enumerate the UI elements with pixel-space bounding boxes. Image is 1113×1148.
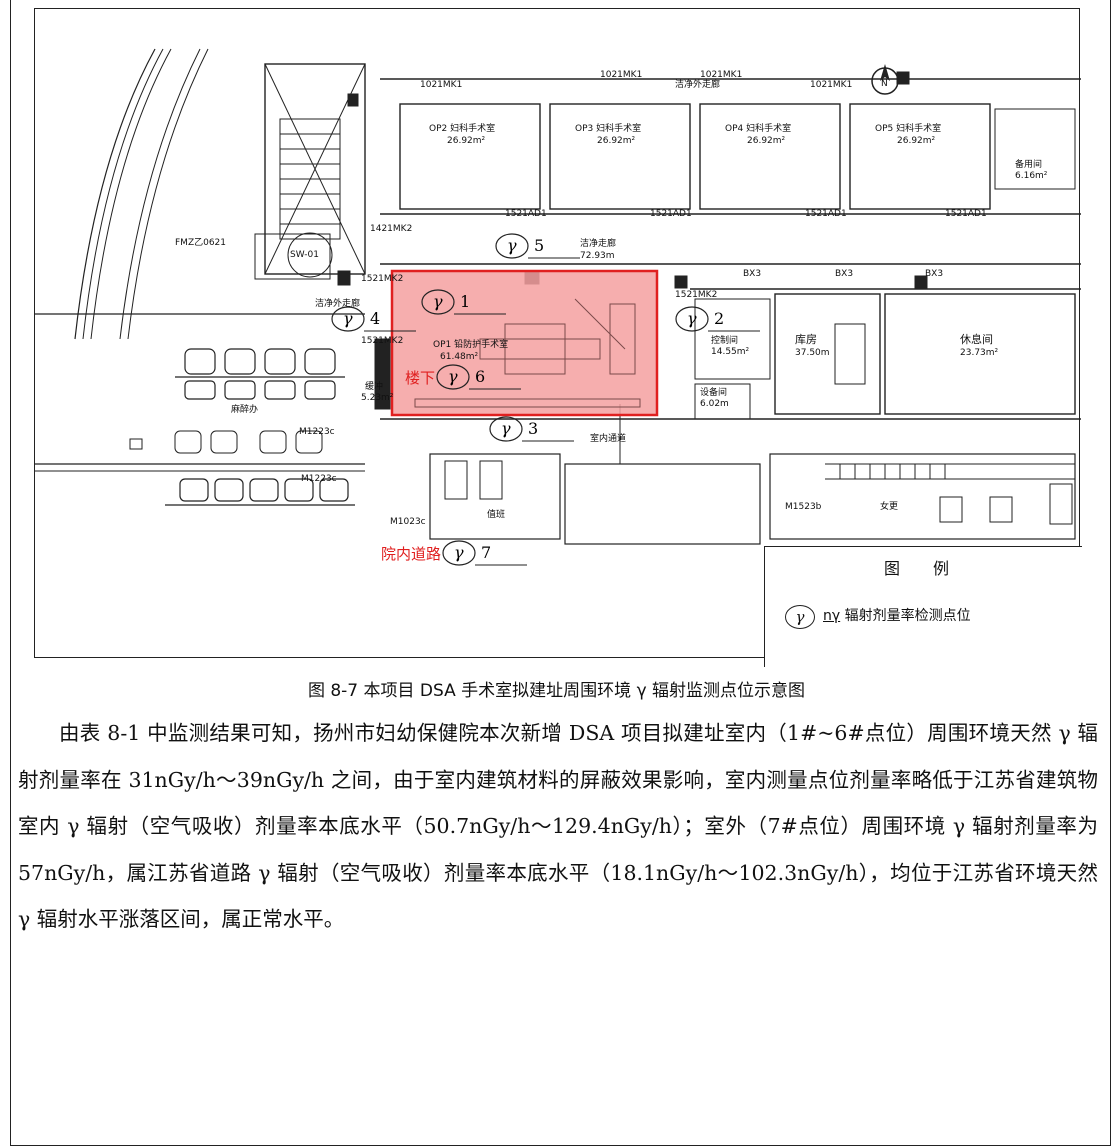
stair-label: SW-01 — [290, 250, 319, 260]
duty-room-label: 值班 — [487, 508, 505, 520]
buffer-area: 5.23m² — [361, 393, 394, 403]
point-prefix-label: 楼下 — [405, 369, 435, 387]
area-label: 26.92m² — [597, 136, 636, 146]
point-number: 7 — [481, 543, 491, 562]
rest-room-area: 23.73m² — [960, 348, 999, 358]
door-label: 1521MK2 — [675, 290, 717, 300]
op1-area: 61.48m² — [440, 352, 479, 362]
bx-label: BX3 — [743, 269, 761, 279]
figure-caption: 图 8-7 本项目 DSA 手术室拟建址周围环境 γ 辐射监测点位示意图 — [307, 681, 806, 701]
gamma-symbol-icon: γ — [501, 419, 511, 438]
door-label: M1023c — [390, 517, 426, 527]
gamma-symbol-icon: γ — [343, 309, 353, 328]
clean-corridor-label: 洁净走廊 — [580, 237, 616, 249]
gamma-point-symbol-icon: γ — [785, 605, 815, 629]
body-paragraph: 由表 8-1 中监测结果可知，扬州市妇幼保健院本次新增 DSA 项目拟建址室内（… — [18, 721, 1098, 931]
point-number: 5 — [534, 236, 544, 255]
gamma-symbol-icon: γ — [454, 543, 464, 562]
anesthesia-office-label: 麻醉办 — [231, 403, 258, 415]
spare-room-label: 备用间 — [1015, 158, 1042, 170]
gamma-symbol-icon: γ — [433, 292, 443, 311]
door-label: 1521AD1 — [505, 209, 547, 219]
point-number: 2 — [714, 309, 724, 328]
door-label: 1021MK1 — [420, 80, 462, 90]
op4-label: OP4 妇科手术室 — [725, 122, 791, 134]
op1-highlight — [390, 269, 659, 417]
gamma-symbol-icon: γ — [507, 236, 517, 255]
indoor-passage-label: 室内通道 — [590, 432, 626, 444]
gamma-symbol-icon: γ — [687, 309, 697, 328]
door-label: M1223c — [299, 427, 335, 437]
area-label: 26.92m² — [447, 136, 486, 146]
door-label: 1421MK2 — [370, 224, 412, 234]
storage-label: 库房 — [795, 333, 817, 346]
legend-title: 图 例 — [883, 559, 964, 578]
area-label: 26.92m² — [897, 136, 936, 146]
op1-label: OP1 铅防护手术室 — [433, 338, 508, 350]
fire-door-label: FMZ乙0621 — [175, 237, 226, 248]
door-label: 1021MK1 — [600, 70, 642, 80]
buffer-label: 缓冲 — [365, 380, 383, 392]
gamma-symbol-icon: γ — [448, 367, 458, 386]
door-label: 1521MK2 — [361, 274, 403, 284]
point-number: 1 — [460, 292, 470, 311]
page-frame — [10, 0, 1111, 1146]
op5-label: OP5 妇科手术室 — [875, 122, 941, 134]
area-label: 26.92m² — [747, 136, 786, 146]
spare-room-area: 6.16m² — [1015, 171, 1048, 181]
svg-text:N: N — [881, 79, 888, 89]
legend-text: 辐射剂量率检测点位 — [844, 608, 971, 624]
control-room-area: 14.55m² — [711, 347, 750, 357]
door-label: 1521AD1 — [805, 209, 847, 219]
equipment-room-area: 6.02m — [700, 399, 729, 409]
bx-label: BX3 — [925, 269, 943, 279]
op3-label: OP3 妇科手术室 — [575, 122, 641, 134]
floor-plan-drawing: 1021MK1 1021MK1 1021MK1 1021MK1 洁净外走廊 OP… — [35, 48, 1081, 566]
op2-label: OP2 妇科手术室 — [429, 122, 495, 134]
bx-label: BX3 — [835, 269, 853, 279]
door-label: M1523b — [785, 502, 822, 512]
legend-description: nγ 辐射剂量率检测点位 — [823, 605, 971, 627]
door-label: 1521AD1 — [650, 209, 692, 219]
door-label: 1021MK1 — [700, 70, 742, 80]
point-number: 4 — [370, 309, 380, 328]
equipment-room-label: 设备间 — [700, 386, 727, 398]
female-change-label: 女更 — [880, 500, 898, 512]
door-label: 1521MK2 — [361, 336, 403, 346]
legend-unit: nγ — [823, 608, 841, 624]
control-room-label: 控制间 — [711, 334, 738, 346]
rest-room-label: 休息间 — [960, 332, 993, 346]
north-arrow-icon: N — [871, 64, 899, 95]
point-prefix-label: 院内道路 — [381, 545, 441, 563]
clean-outer-corridor-label: 洁净外走廊 — [675, 78, 720, 90]
clean-corridor-length: 72.93m — [580, 251, 615, 261]
door-label: 1021MK1 — [810, 80, 852, 90]
point-number: 3 — [528, 419, 538, 438]
door-label: M1223c — [301, 474, 337, 484]
door-label: 1521AD1 — [945, 209, 987, 219]
point-number: 6 — [475, 367, 485, 386]
storage-area: 37.50m — [795, 348, 830, 358]
clean-outer-label: 洁净外走廊 — [315, 297, 360, 309]
legend-box: 图 例 γ nγ 辐射剂量率检测点位 — [764, 546, 1082, 667]
floor-plan-figure: 1021MK1 1021MK1 1021MK1 1021MK1 洁净外走廊 OP… — [34, 8, 1082, 667]
